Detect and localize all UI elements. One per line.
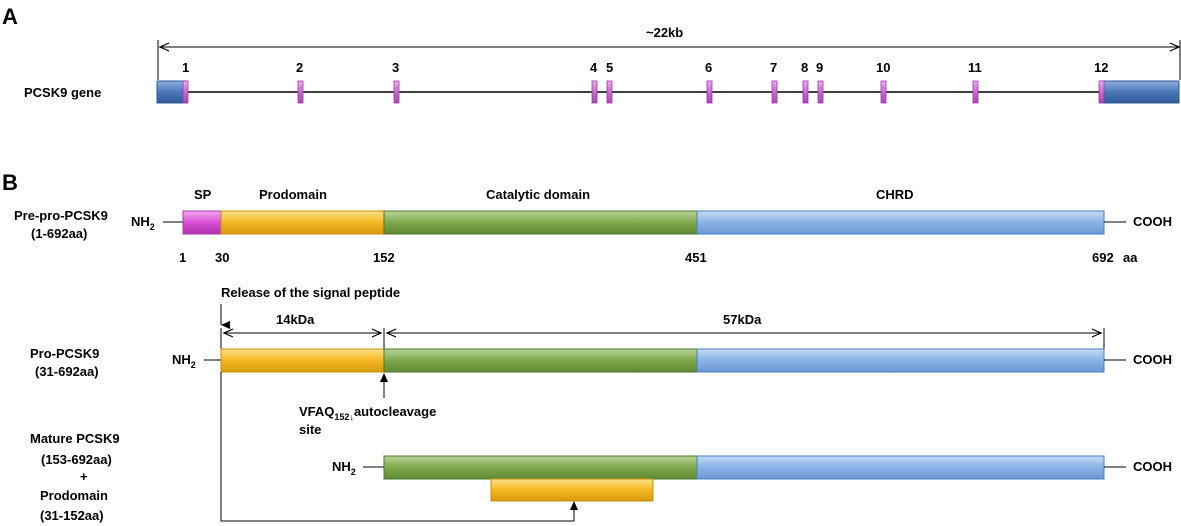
exon-10 bbox=[880, 80, 887, 104]
exon-1 bbox=[182, 80, 189, 104]
prodomain-connector-arrowhead bbox=[570, 501, 578, 510]
exon-8 bbox=[802, 80, 809, 104]
exon-label-9: 9 bbox=[816, 60, 823, 75]
pos-692: 692 bbox=[1092, 250, 1114, 265]
exon-12 bbox=[1098, 80, 1105, 104]
exon-7 bbox=[771, 80, 778, 104]
exon-label-7: 7 bbox=[770, 60, 777, 75]
prepro-catalytic-block bbox=[383, 210, 698, 235]
utr-3prime bbox=[1100, 80, 1180, 104]
pro-prodomain-block bbox=[220, 348, 385, 373]
pro-catalytic-block bbox=[383, 348, 698, 373]
prepro-nterm: NH2 bbox=[131, 214, 155, 232]
label-chrd: CHRD bbox=[876, 187, 914, 202]
pos-1: 1 bbox=[179, 250, 186, 265]
prepro-chrd-block bbox=[696, 210, 1105, 235]
label-sp: SP bbox=[194, 187, 212, 202]
exon-2 bbox=[297, 80, 304, 104]
exon-label-11: 11 bbox=[968, 60, 982, 75]
exon-9 bbox=[817, 80, 824, 104]
exon-3 bbox=[393, 80, 400, 104]
mature-line2: (153-692aa) bbox=[41, 452, 112, 467]
bound-prodomain-block bbox=[490, 478, 654, 502]
exon-6 bbox=[706, 80, 713, 104]
cleavage-arrow-head bbox=[380, 373, 388, 382]
pos-unit: aa bbox=[1123, 250, 1138, 265]
pro-range: (31-692aa) bbox=[35, 364, 99, 379]
exon-label-8: 8 bbox=[801, 60, 808, 75]
mature-nterm: NH2 bbox=[332, 459, 356, 477]
exon-label-12: 12 bbox=[1094, 60, 1108, 75]
mass-prodomain: 14kDa bbox=[276, 312, 315, 327]
label-prodomain: Prodomain bbox=[259, 187, 327, 202]
panel-a-letter: A bbox=[2, 4, 18, 29]
cleavage-label: VFAQ152↓autocleavage bbox=[299, 404, 436, 422]
mass-mature: 57kDa bbox=[723, 312, 762, 327]
pos-152: 152 bbox=[373, 250, 395, 265]
pos-451: 451 bbox=[685, 250, 707, 265]
exon-4 bbox=[591, 80, 598, 104]
prodomain-connector bbox=[220, 372, 575, 522]
panel-b-letter: B bbox=[2, 170, 18, 195]
exon-label-1: 1 bbox=[182, 60, 189, 75]
mature-line1: Mature PCSK9 bbox=[30, 431, 120, 446]
utr-5prime bbox=[156, 80, 187, 104]
exon-label-2: 2 bbox=[296, 60, 303, 75]
pro-chrd-block bbox=[696, 348, 1105, 373]
exon-label-10: 10 bbox=[876, 60, 890, 75]
prepro-name: Pre-pro-PCSK9 bbox=[14, 208, 108, 223]
pro-nterm: NH2 bbox=[172, 352, 196, 370]
gene-span-label: ~22kb bbox=[646, 25, 683, 40]
exon-label-5: 5 bbox=[606, 60, 613, 75]
mature-line3: Prodomain bbox=[40, 488, 108, 503]
exon-label-4: 4 bbox=[590, 60, 598, 75]
exon-11 bbox=[972, 80, 979, 104]
exon-5 bbox=[606, 80, 613, 104]
exon-label-3: 3 bbox=[392, 60, 399, 75]
pos-30: 30 bbox=[215, 250, 229, 265]
pro-name: Pro-PCSK9 bbox=[30, 346, 99, 361]
prepro-prodomain-block bbox=[220, 210, 385, 235]
pro-cterm: COOH bbox=[1133, 352, 1172, 367]
cleavage-label-line2: site bbox=[299, 422, 321, 437]
gene-label: PCSK9 gene bbox=[24, 85, 101, 100]
label-catalytic: Catalytic domain bbox=[486, 187, 590, 202]
prepro-cterm: COOH bbox=[1133, 214, 1172, 229]
prepro-sp-block bbox=[182, 210, 222, 235]
mature-cterm: COOH bbox=[1133, 459, 1172, 474]
mature-catalytic-block bbox=[383, 455, 698, 480]
mature-plus: + bbox=[80, 469, 88, 484]
mature-chrd-block bbox=[696, 455, 1105, 480]
release-label: Release of the signal peptide bbox=[221, 285, 400, 300]
mature-line4: (31-152aa) bbox=[40, 508, 104, 523]
prepro-range: (1-692aa) bbox=[31, 226, 87, 241]
exon-label-6: 6 bbox=[705, 60, 712, 75]
